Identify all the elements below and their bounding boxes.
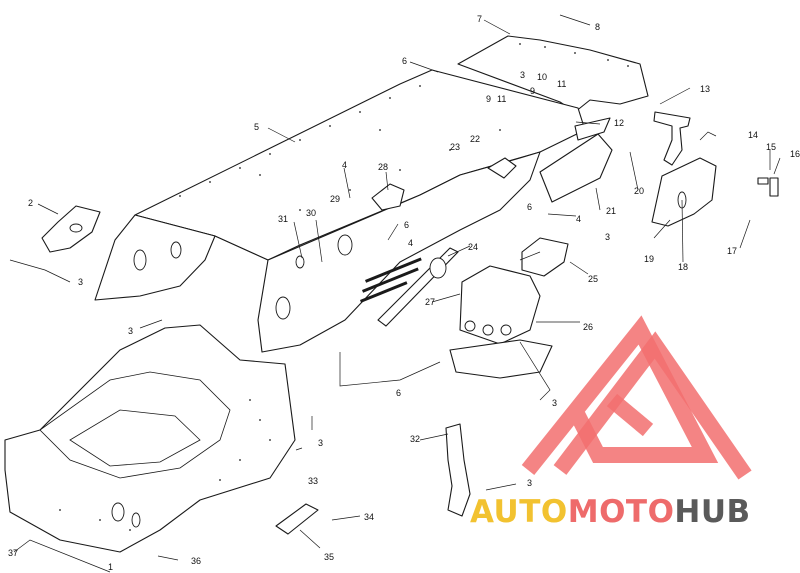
part-24-sleeve <box>429 257 447 279</box>
part-26-mount <box>459 265 541 345</box>
callout-9: 9 <box>530 86 535 96</box>
callout-16: 16 <box>790 149 800 159</box>
callout-10: 10 <box>537 72 547 82</box>
callout-labels: 1 2 3 3 3 3 3 3 3 4 4 4 5 6 6 6 6 7 8 9 … <box>8 14 800 572</box>
part-19-plate <box>651 157 717 227</box>
mount-base <box>449 339 553 379</box>
callout-11: 11 <box>497 94 506 104</box>
callout-4: 4 <box>576 214 581 224</box>
right-side-vents <box>360 257 422 303</box>
callout-6: 6 <box>527 202 532 212</box>
part-22-bracket <box>487 157 517 179</box>
part-5-rivets <box>179 85 501 211</box>
leader-lines <box>9 14 781 573</box>
right-side-hole-2 <box>337 234 353 256</box>
callout-7: 7 <box>477 14 482 24</box>
callout-5: 5 <box>254 122 259 132</box>
right-side-hole-1 <box>275 296 291 320</box>
callout-24: 24 <box>468 242 478 252</box>
callout-34: 34 <box>364 512 374 522</box>
part-7-holes <box>519 43 629 67</box>
callout-23: 23 <box>450 142 460 152</box>
left-side-hole-1 <box>133 249 147 271</box>
bellypan-inner <box>39 371 231 479</box>
callout-33: 33 <box>308 476 318 486</box>
watermark-text: AUTOMOTOHUB <box>470 494 751 530</box>
callout-4: 4 <box>408 238 413 248</box>
callout-27: 27 <box>425 297 435 307</box>
callout-30: 30 <box>306 208 316 218</box>
part-15-pin <box>757 177 769 185</box>
right-tunnel-side <box>257 151 541 353</box>
callout-19: 19 <box>644 254 654 264</box>
callout-37: 37 <box>8 548 18 558</box>
callout-3: 3 <box>527 478 532 488</box>
callout-3: 3 <box>318 438 323 448</box>
callout-12: 12 <box>614 118 624 128</box>
left-tunnel-side <box>94 214 216 301</box>
callout-8: 8 <box>595 22 600 32</box>
bellypan-rivets <box>59 399 271 531</box>
callout-3: 3 <box>520 70 525 80</box>
bellypan-floor <box>69 409 201 467</box>
callout-18: 18 <box>678 262 688 272</box>
callout-3: 3 <box>128 326 133 336</box>
callout-28: 28 <box>378 162 388 172</box>
callout-6: 6 <box>396 388 401 398</box>
right-side-hole-3 <box>295 255 305 269</box>
watermark-logo-icon <box>521 315 752 480</box>
callout-9: 9 <box>486 94 491 104</box>
callout-22: 22 <box>470 134 480 144</box>
callout-31: 31 <box>278 214 288 224</box>
watermark-hub: HUB <box>674 494 750 530</box>
callout-35: 35 <box>324 552 334 562</box>
mount-hole-3 <box>500 324 512 336</box>
callout-1: 1 <box>108 562 113 572</box>
part-16-pin <box>769 177 779 197</box>
callout-15: 15 <box>766 142 776 152</box>
callout-6: 6 <box>402 56 407 66</box>
callout-3: 3 <box>78 277 83 287</box>
bellypan-hole-1 <box>111 502 125 522</box>
callout-3: 3 <box>552 398 557 408</box>
mount-hole-1 <box>464 320 476 332</box>
callout-6: 6 <box>404 220 409 230</box>
bellypan-hole-2 <box>131 512 141 528</box>
callout-25: 25 <box>588 274 598 284</box>
callout-36: 36 <box>191 556 201 566</box>
watermark-auto: AUTO <box>470 494 568 530</box>
callout-2: 2 <box>28 198 33 208</box>
part-25-bracket <box>521 237 569 277</box>
part-33-bellypan <box>4 324 296 553</box>
callout-4: 4 <box>342 160 347 170</box>
callout-26: 26 <box>583 322 593 332</box>
callout-11: 11 <box>557 79 566 89</box>
callout-21: 21 <box>606 206 616 216</box>
callout-20: 20 <box>634 186 644 196</box>
callout-13: 13 <box>700 84 710 94</box>
callout-14: 14 <box>748 130 758 140</box>
left-side-hole-2 <box>170 241 182 259</box>
part-28-bracket <box>371 183 405 211</box>
callout-3: 3 <box>605 232 610 242</box>
mount-hole-2 <box>482 324 494 336</box>
part-2-hole <box>69 223 83 233</box>
callout-29: 29 <box>330 194 340 204</box>
part-12-panel <box>574 117 611 141</box>
watermark-moto: MOTO <box>568 494 675 530</box>
callout-32: 32 <box>410 434 420 444</box>
part-21-panel <box>539 133 613 203</box>
part-13-handle <box>653 111 691 166</box>
callout-17: 17 <box>727 246 737 256</box>
part-32-bracket <box>445 423 471 517</box>
part-35-plate <box>275 503 319 535</box>
